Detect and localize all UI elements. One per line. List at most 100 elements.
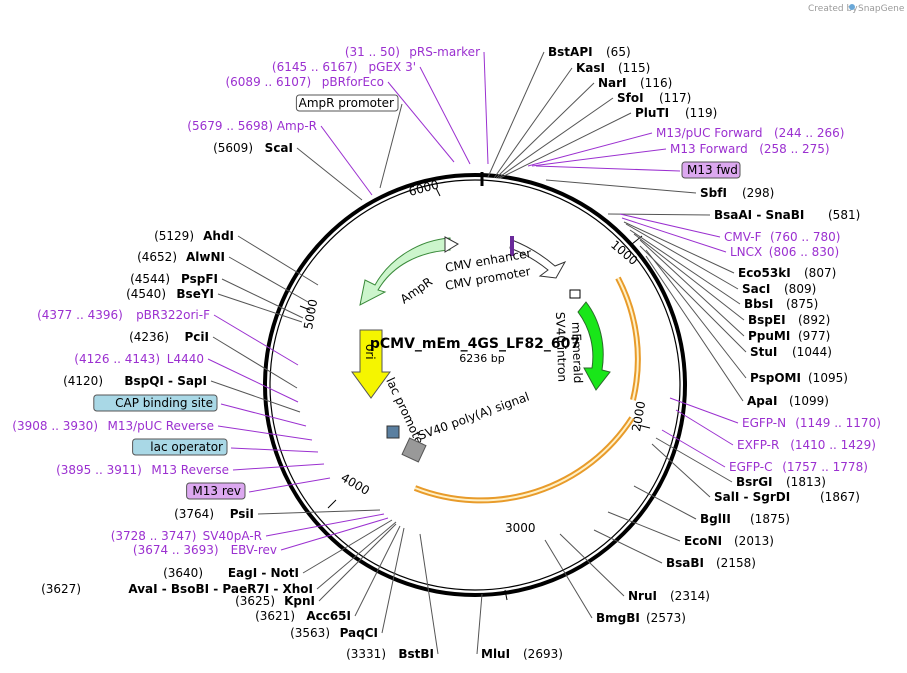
leader-pluti — [499, 112, 632, 179]
pos-m13-puc-forward: (244 .. 266) — [774, 126, 844, 140]
leader-nrui — [559, 533, 625, 597]
label-egfp-c: EGFP-C — [729, 460, 772, 474]
leader-avai-bsobi-paer7i-xhoi — [316, 521, 397, 590]
label-apai: ApaI — [747, 394, 777, 408]
pos-l4440: (4126 .. 4143) — [74, 352, 160, 366]
leader-bsrgi — [655, 437, 733, 483]
label-pbrforeco: pBRforEco — [322, 75, 384, 89]
backbone-inner — [269, 179, 681, 591]
tick-5000: 5000 — [301, 298, 320, 331]
label-l4440: L4440 — [167, 352, 204, 366]
pos-saci: (809) — [784, 282, 816, 296]
leader-ppumi — [639, 239, 745, 337]
label-bstapi: BstAPI — [548, 45, 593, 59]
label-eco53ki: Eco53kI — [738, 266, 791, 280]
ampr-label: AmpR — [398, 274, 435, 306]
box-m13-fwd — [681, 161, 741, 179]
pos-nari: (116) — [640, 76, 672, 90]
orange-arc-1 — [615, 276, 641, 401]
label-pspfi: PspFI — [181, 272, 218, 286]
intron-mark — [569, 289, 581, 299]
memerald-arrow — [577, 301, 611, 391]
label-bmgbi: BmgBI — [596, 611, 640, 625]
label-pspomi: PspOMI — [750, 371, 801, 385]
feature-labels: BstAPI(65)KasI(115)NarI(116)SfoI(117)Plu… — [12, 45, 881, 661]
snapgene-logo-icon — [849, 4, 855, 10]
label-scai: ScaI — [265, 141, 293, 155]
sv40-polyA-box — [401, 437, 427, 463]
leader-pbr322ori-f — [213, 314, 299, 366]
box-cap-binding-site — [93, 394, 218, 412]
pos-apai: (1099) — [789, 394, 829, 408]
leader-m13-rev — [248, 477, 331, 493]
leader-ahdi — [237, 235, 319, 286]
leader-lac-operator — [230, 447, 319, 453]
pos-acc65i: (3621) — [255, 609, 295, 623]
pos-bsrgi: (1813) — [786, 475, 826, 489]
pos-paqci: (3563) — [290, 626, 330, 640]
label-pluti: PluTI — [635, 106, 669, 120]
tick-3000: 3000 — [505, 521, 536, 535]
label-ampr-promoter: AmpR promoter — [299, 96, 394, 110]
leader-acc65i — [354, 525, 401, 617]
leader-exfp-r — [675, 409, 734, 446]
pos-eco53ki: (807) — [804, 266, 836, 280]
pos-kpni: (3625) — [235, 594, 275, 608]
label-acc65i: Acc65I — [306, 609, 351, 623]
pos-bspqi-sapi: (4120) — [63, 374, 103, 388]
pos-bglii: (1875) — [750, 512, 790, 526]
leader-pcii — [212, 336, 298, 389]
plasmid-length: 6236 bp — [459, 352, 504, 365]
label-saci: SacI — [742, 282, 770, 296]
leader-kasi — [493, 67, 573, 179]
leader-l4440 — [207, 358, 299, 403]
pos-bmgbi: (2573) — [646, 611, 686, 625]
pos-sali-sgrdi: (1867) — [820, 490, 860, 504]
leader-bmgbi — [544, 539, 593, 619]
credit-text: Created by — [808, 4, 858, 14]
pos-egfp-c: (1757 .. 1778) — [782, 460, 868, 474]
label-bbsi: BbsI — [744, 297, 773, 311]
leader-stui — [639, 245, 747, 353]
cmv-arrow — [509, 239, 567, 279]
label-m13-puc-forward: M13/pUC Forward — [656, 126, 763, 140]
label-bsaai-snabi: BsaAI - SnaBI — [714, 208, 804, 222]
pos-pgex-3: (6145 .. 6167) — [272, 60, 358, 74]
leader-lncx — [621, 217, 727, 253]
pos-pspfi: (4544) — [130, 272, 170, 286]
pos-lncx: (806 .. 830) — [769, 245, 839, 259]
pos-nrui: (2314) — [670, 589, 710, 603]
memerald-label: mEmerald — [569, 322, 585, 384]
label-sv40pa-r: SV40pA-R — [203, 529, 262, 543]
pos-m13-puc-reverse: (3908 .. 3930) — [12, 419, 98, 433]
leader-pbrforeco — [387, 81, 455, 163]
pos-amp-r: (5679 .. 5698) — [187, 119, 273, 133]
pos-exfp-r: (1410 .. 1429) — [790, 438, 876, 452]
pos-pbrforeco: (6089 .. 6107) — [225, 75, 311, 89]
label-bseyi: BseYI — [176, 287, 214, 301]
label-m13-fwd: M13 fwd — [687, 163, 738, 177]
ampr-promoter-arrow — [444, 236, 460, 253]
leader-eagi-noti — [302, 519, 393, 574]
pos-mlui: (2693) — [523, 647, 563, 661]
label-egfp-n: EGFP-N — [742, 416, 786, 430]
credit-brand: SnapGene — [858, 4, 905, 14]
leader-eco53ki — [623, 221, 735, 274]
leader-cap-binding-site — [220, 403, 307, 427]
label-mlui: MluI — [481, 647, 510, 661]
pos-sv40pa-r: (3728 .. 3747) — [111, 529, 197, 543]
leader-apai — [645, 255, 744, 402]
leader-nari — [495, 82, 595, 179]
leader-m13-fwd — [535, 165, 681, 172]
label-lac-operator: lac operator — [150, 440, 223, 454]
leader-bstbi — [419, 533, 439, 655]
leader-psii — [257, 509, 381, 515]
label-prs-marker: pRS-marker — [409, 45, 480, 59]
pos-econi: (2013) — [734, 534, 774, 548]
box-m13-rev — [186, 482, 246, 500]
pos-sbfi: (298) — [742, 186, 774, 200]
leader-bseyi — [217, 293, 303, 323]
box-lac-operator — [132, 438, 228, 456]
label-m13-puc-reverse: M13/pUC Reverse — [108, 419, 215, 433]
label-m13-forward: M13 Forward — [670, 142, 748, 156]
